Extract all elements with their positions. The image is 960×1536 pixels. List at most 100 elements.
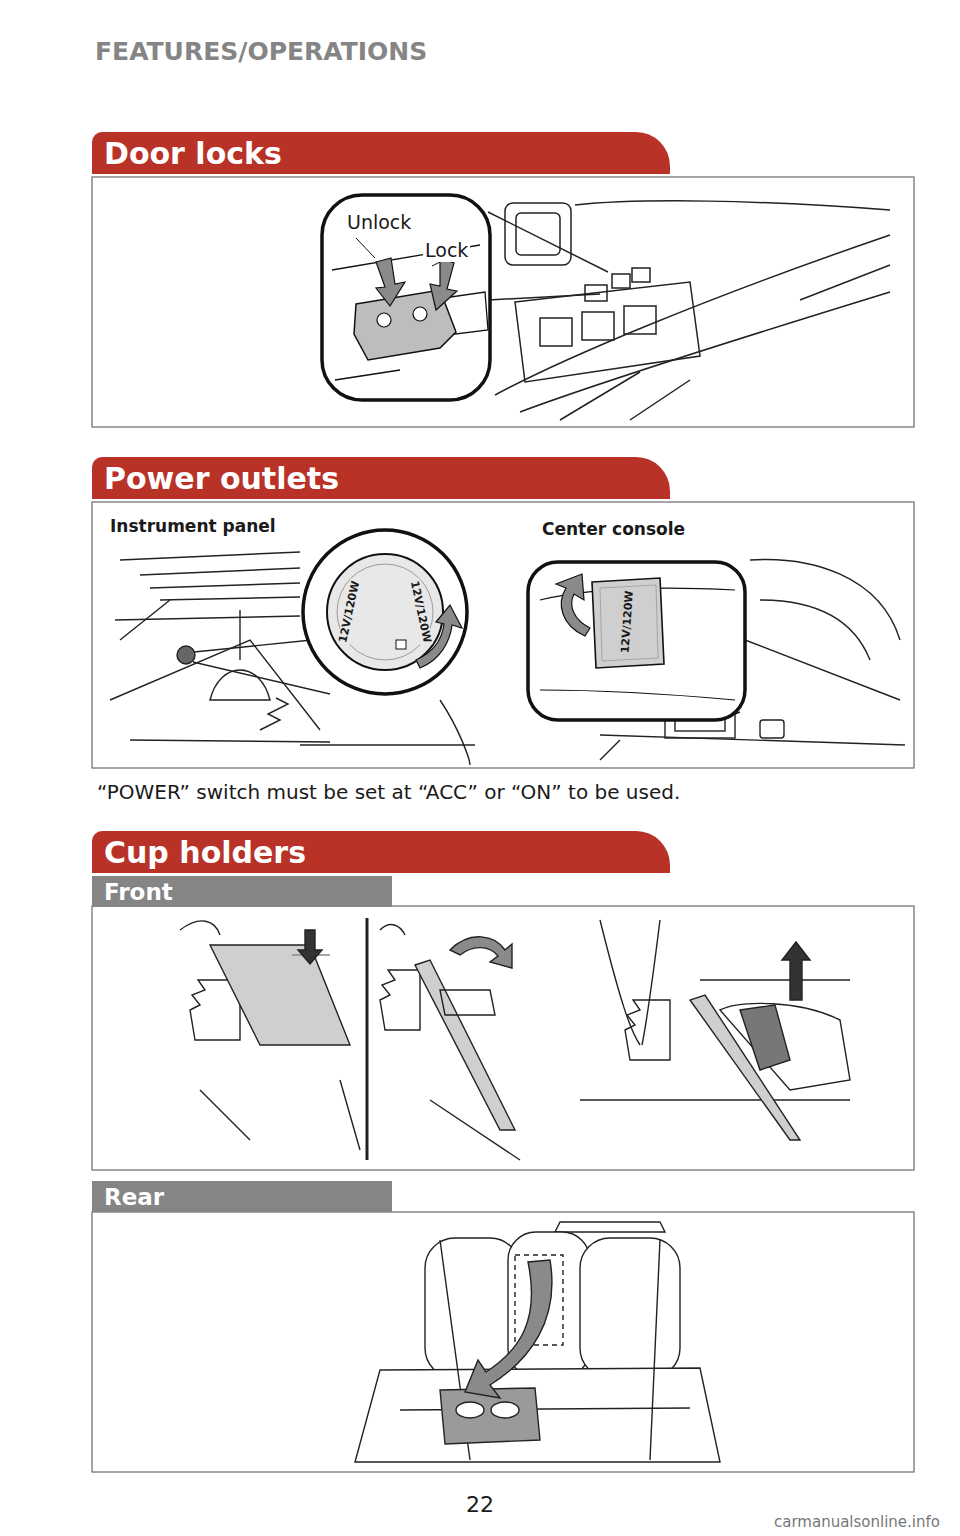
subsection-band: Front — [92, 876, 392, 907]
front-cup-holder-drawing-part — [700, 979, 850, 980]
console-outlet-inset-part — [556, 574, 590, 636]
front-cup-holder-drawing-part — [200, 1090, 250, 1140]
front-cup-holder-drawing-part — [625, 1000, 670, 1060]
door-panel-drawing-part — [520, 292, 890, 412]
door-panel-drawing-part — [540, 318, 572, 346]
section-heading: Cup holders — [104, 835, 306, 870]
front-cup-holder-drawing-part — [415, 960, 515, 1130]
front-cup-holder-drawing-part — [740, 1005, 790, 1070]
rear-seat-drawing-part — [491, 1402, 519, 1418]
rating-marking: 12V/120W — [619, 588, 636, 656]
door-lock-inset-part — [356, 238, 375, 258]
outlet-cap-inset-part — [303, 530, 467, 694]
center-console-drawing-part — [760, 600, 870, 660]
panel-frame-part — [92, 177, 914, 427]
door-panel-drawing-part — [624, 306, 656, 334]
rear-seat-drawing-part — [465, 1260, 552, 1398]
door-panel-drawing-part — [612, 274, 630, 288]
front-cup-holder-drawing — [180, 918, 850, 1160]
panel-frame-part — [92, 906, 914, 1170]
door-lock-inset-part — [413, 307, 427, 321]
section-heading: Power outlets — [104, 461, 339, 496]
front-cup-holder-drawing-part — [720, 1003, 850, 1090]
outlet-cap-inset — [303, 530, 467, 694]
front-cup-holder-drawing-part — [690, 995, 800, 1140]
door-panel-drawing-part — [505, 203, 571, 265]
page-heading: FEATURES/OPERATIONS — [95, 38, 427, 67]
rear-seat-drawing — [355, 1222, 720, 1462]
section-heading: Front — [104, 879, 173, 905]
instrument-panel-drawing-part — [150, 583, 300, 588]
section-band: Cup holders — [92, 831, 670, 873]
panel-frame-part — [92, 502, 914, 768]
center-console-drawing-part — [600, 735, 905, 745]
instrument-panel-drawing-part — [115, 616, 300, 620]
center-console-drawing-part — [745, 640, 900, 700]
center-console-drawing-part — [600, 740, 620, 760]
instrument-panel-drawing — [110, 552, 475, 765]
door-lock-inset-part — [322, 195, 490, 400]
instrument-panel-drawing-part — [160, 597, 300, 600]
watermark: carmanualsonline.info — [772, 1514, 942, 1531]
rear-seat-drawing-part — [355, 1368, 720, 1462]
instrument-panel-drawing-part — [210, 670, 270, 700]
instrument-panel-drawing-part — [120, 600, 170, 640]
door-panel-drawing-part — [516, 213, 560, 255]
front-cup-holder-drawing-part — [210, 945, 350, 1045]
location-label: Center console — [540, 520, 687, 540]
location-label: Instrument panel — [108, 517, 278, 537]
instrument-panel-drawing-part — [300, 744, 475, 745]
door-lock-inset-part — [430, 258, 457, 310]
door-panel-drawing-part — [632, 268, 650, 282]
section-heading: Door locks — [104, 136, 282, 171]
instrument-panel-drawing-part — [177, 646, 195, 664]
instrument-panel-drawing-part — [130, 740, 330, 742]
door-lock-inset-part — [432, 262, 440, 266]
door-panel-drawing-part — [582, 312, 614, 340]
door-lock-inset-part — [376, 258, 405, 306]
usage-note: “POWER” switch must be set at “ACC” or “… — [95, 781, 682, 804]
instrument-panel-drawing-part — [140, 568, 300, 575]
instrument-panel-drawing-part — [239, 610, 240, 660]
outlet-cap-inset-part — [337, 564, 433, 660]
section-band: Power outlets — [92, 457, 670, 499]
instrument-panel-drawing-part — [194, 640, 312, 652]
control-label: Unlock — [345, 212, 413, 234]
front-cup-holder-drawing-part — [440, 990, 495, 1015]
door-panel-drawing-part — [488, 212, 608, 272]
subsection-band: Rear — [92, 1181, 392, 1212]
console-outlet-inset — [528, 562, 745, 720]
front-cup-holder-drawing-part — [340, 1080, 360, 1150]
instrument-panel-drawing-part — [193, 662, 330, 694]
front-cup-holder-drawing-part — [782, 942, 810, 1000]
door-panel-drawing-part — [575, 201, 890, 210]
door-lock-inset — [322, 195, 490, 400]
front-cup-holder-drawing-part — [298, 930, 322, 964]
rear-seat-drawing-part — [650, 1240, 660, 1460]
console-outlet-inset-part — [592, 578, 664, 668]
front-cup-holder-drawing-part — [180, 921, 220, 935]
door-panel-drawing-part — [800, 265, 890, 300]
door-panel-drawing-part — [630, 380, 690, 420]
console-outlet-inset-part — [528, 562, 745, 720]
section-band: Door locks — [92, 132, 670, 174]
outlet-cap-inset-part — [396, 640, 406, 649]
front-cup-holder-drawing-part — [430, 1100, 520, 1160]
page-number: 22 — [464, 1492, 496, 1517]
panel-frame-part — [92, 1212, 914, 1472]
outlet-cap-inset-part — [327, 554, 443, 670]
front-cup-holder-drawing-part — [380, 925, 405, 935]
section-heading: Rear — [104, 1184, 164, 1210]
door-lock-inset-part — [377, 313, 391, 327]
front-cup-holder-drawing-part — [380, 970, 420, 1030]
control-label: Lock — [423, 240, 470, 262]
rating-marking: 12V/120W — [407, 578, 433, 646]
door-panel-drawing-part — [585, 285, 607, 301]
front-cup-holder-drawing-part — [642, 920, 660, 1045]
rear-seat-drawing-part — [580, 1238, 680, 1378]
instrument-panel-drawing-part — [260, 698, 288, 730]
rear-seat-drawing-part — [456, 1402, 484, 1418]
instrument-panel-drawing-part — [120, 552, 300, 560]
